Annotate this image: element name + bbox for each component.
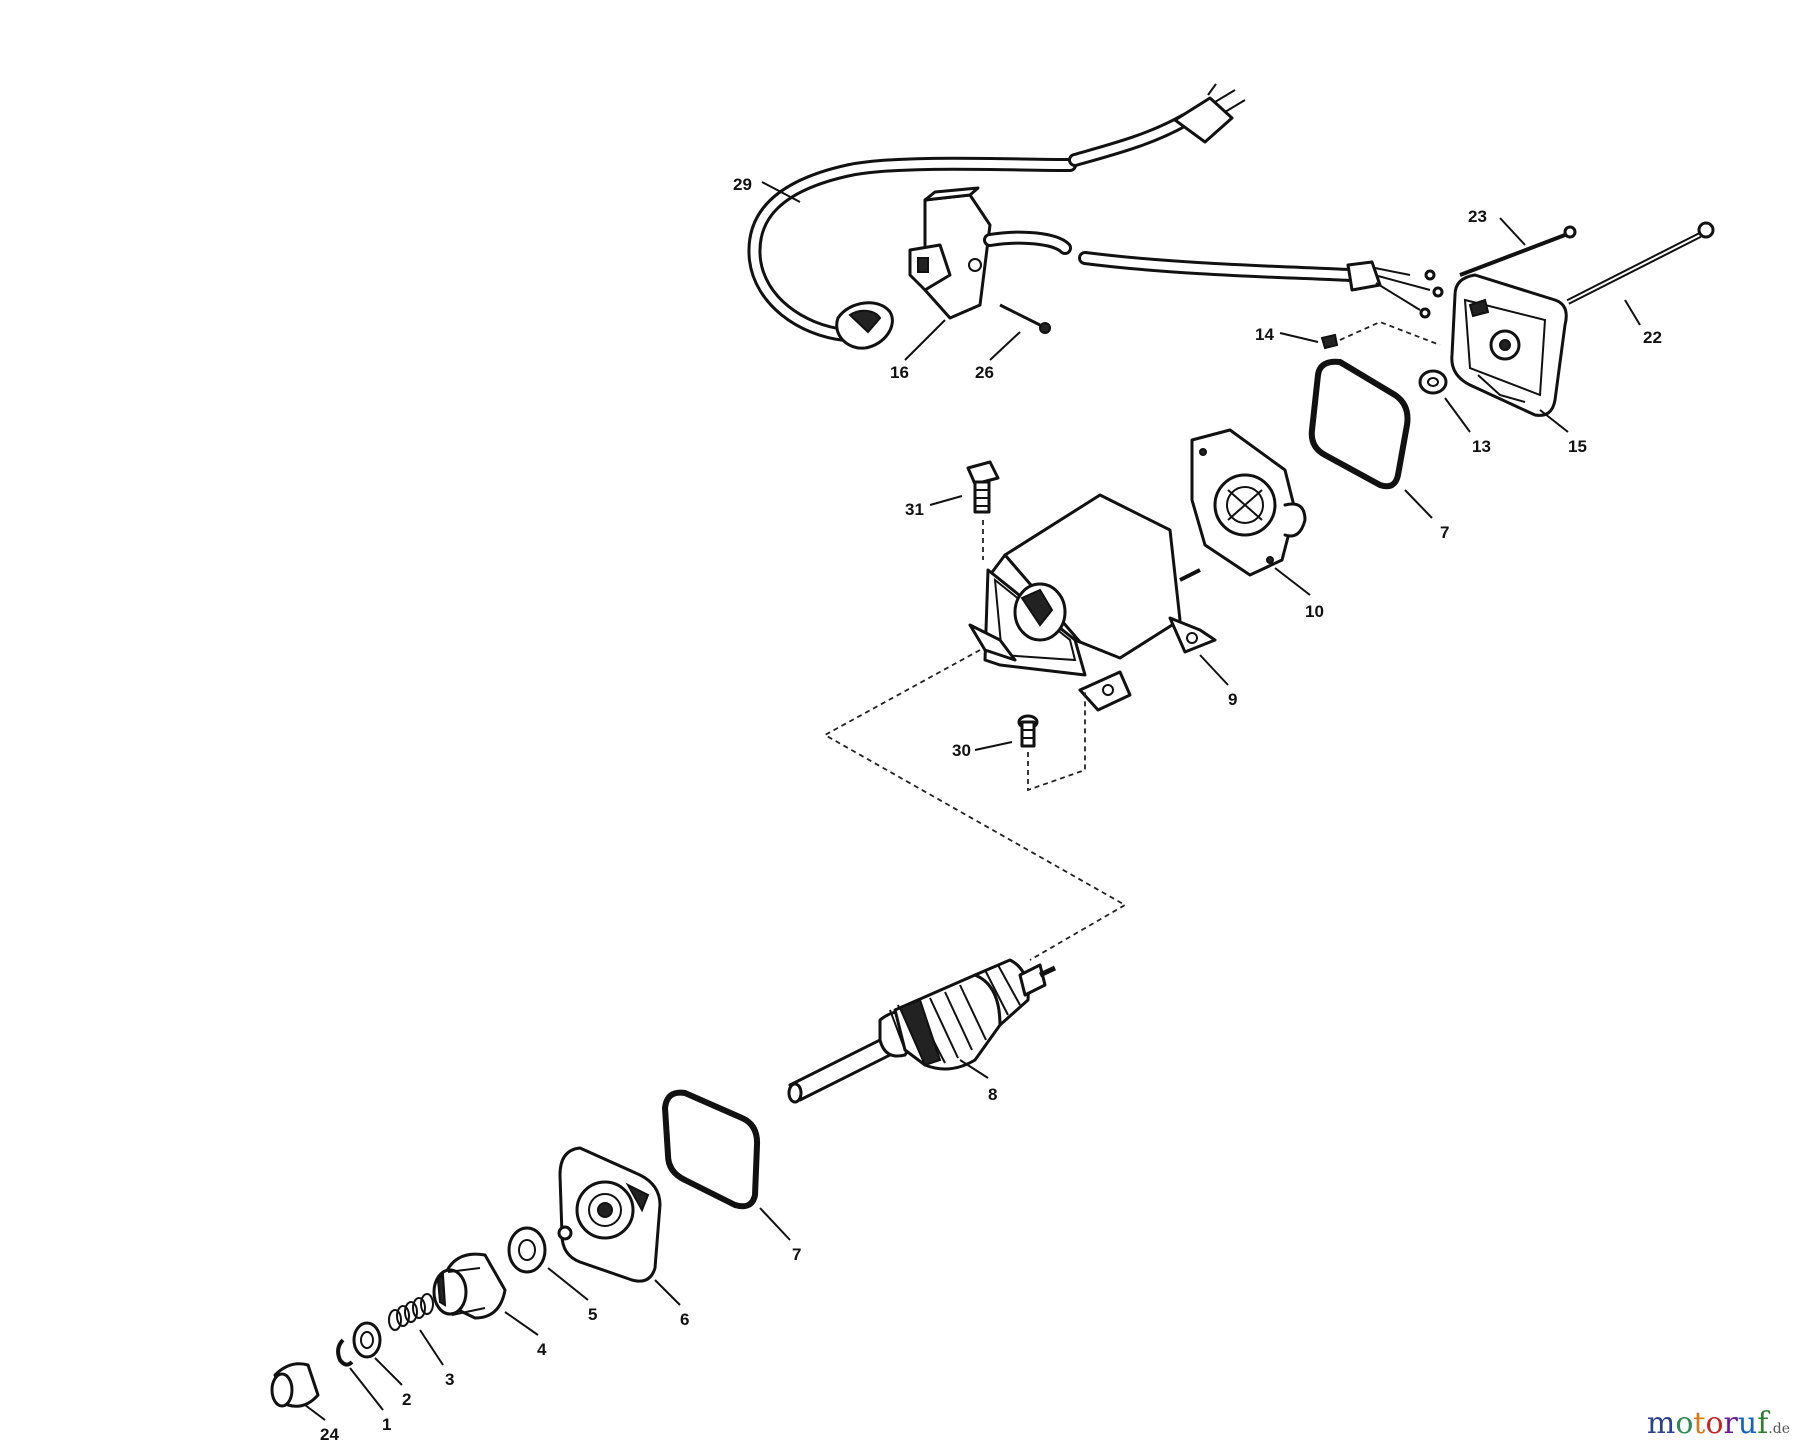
callout-8: 8 (988, 1085, 997, 1104)
power-cord (747, 113, 1192, 342)
through-bolt-22 (1566, 221, 1715, 305)
callout-23: 23 (1468, 207, 1487, 226)
callout-3: 3 (445, 1370, 454, 1389)
callout-26: 26 (975, 363, 994, 382)
end-cap (1450, 273, 1568, 417)
callout-13: 13 (1472, 437, 1491, 456)
leader-lines (304, 181, 1641, 1421)
callout-29: 29 (733, 175, 752, 194)
drive-pinion-4 (432, 1252, 507, 1320)
bolt-31 (966, 460, 1000, 514)
armature (787, 958, 1057, 1104)
alignment-line-30 (1027, 690, 1086, 792)
screw-14 (1320, 333, 1339, 350)
callout-labels: 29 16 26 23 22 14 13 15 31 7 10 9 30 8 7… (320, 175, 1662, 1444)
watermark-logo: motoruf.de (1647, 1406, 1790, 1441)
callout-14: 14 (1255, 325, 1274, 344)
spacer-5 (507, 1225, 573, 1274)
watermark-letter: r (1723, 1406, 1738, 1441)
screw-30 (1017, 714, 1039, 748)
collar-2 (352, 1321, 382, 1359)
watermark-letter: u (1737, 1406, 1758, 1441)
callout-31: 31 (905, 500, 924, 519)
spring-3 (388, 1293, 434, 1331)
callout-24: 24 (320, 1425, 339, 1444)
callout-16: 16 (890, 363, 909, 382)
watermark-tld: .de (1768, 1421, 1790, 1437)
callout-2: 2 (402, 1390, 411, 1409)
watermark-letter: m (1646, 1406, 1676, 1441)
cap-24 (270, 1362, 320, 1408)
callout-7-upper: 7 (1440, 523, 1449, 542)
field-housing (968, 493, 1217, 712)
switch-box (908, 186, 1072, 320)
assembly-axis-line (823, 649, 1127, 961)
callout-7-lower: 7 (792, 1245, 801, 1264)
callout-1: 1 (382, 1415, 391, 1434)
switch-screw (999, 303, 1051, 334)
callout-10: 10 (1305, 602, 1324, 621)
gasket-lower (662, 1089, 761, 1210)
watermark-letter: t (1693, 1406, 1706, 1441)
drive-end-cap (558, 1146, 662, 1283)
watermark-letter: o (1675, 1406, 1694, 1441)
retaining-ring-1 (336, 1338, 354, 1367)
plug-icon (1173, 83, 1246, 144)
watermark-letter: o (1705, 1406, 1724, 1441)
alignment-line-14 (1339, 321, 1441, 346)
callout-5: 5 (588, 1305, 597, 1324)
gasket-upper (1308, 358, 1411, 490)
screw-23 (1459, 225, 1577, 277)
cord-connector (835, 301, 894, 350)
callout-15: 15 (1568, 437, 1587, 456)
callout-9: 9 (1228, 690, 1237, 709)
callout-4: 4 (537, 1340, 547, 1359)
callout-30: 30 (952, 741, 971, 760)
lead-wire (1078, 251, 1444, 319)
callout-6: 6 (680, 1310, 689, 1329)
watermark-letter: f (1757, 1406, 1769, 1441)
callout-22: 22 (1643, 328, 1662, 347)
washer-13 (1418, 369, 1448, 395)
brush-plate (1190, 428, 1307, 577)
